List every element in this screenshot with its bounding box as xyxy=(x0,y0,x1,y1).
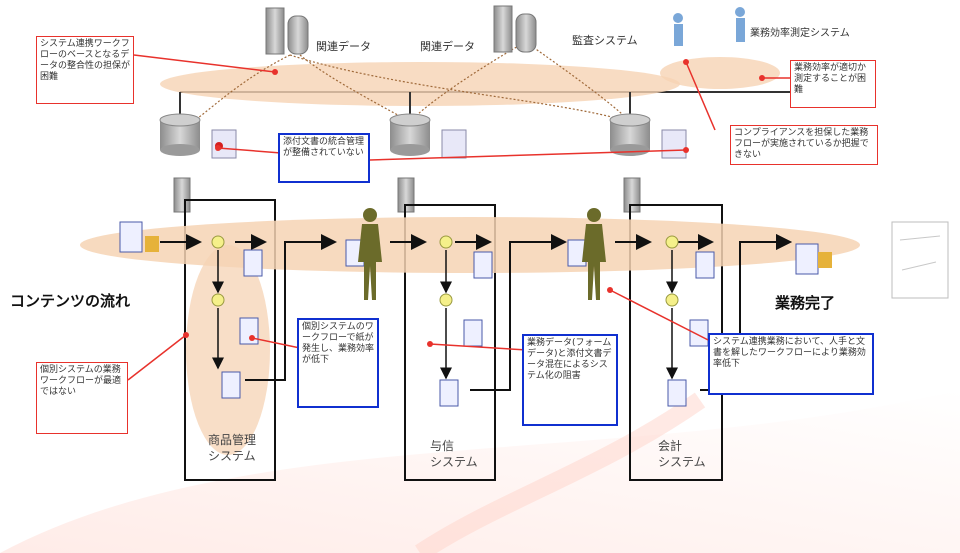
person-icon xyxy=(358,208,606,300)
gyomu-sokutei-label: 業務効率測定システム xyxy=(750,28,850,39)
system-label-kaikei: 会計 システム xyxy=(658,439,706,469)
callout-data-consistency: システム連携ワークフローのベースとなるデータの整合性の担保が困難 xyxy=(36,36,134,104)
database-icon xyxy=(389,113,467,159)
database-icon xyxy=(159,113,237,159)
kansa-system-label: 監査システム xyxy=(572,34,638,47)
callout-compliance: コンプライアンスを担保した業務フローが実施されているか把握できない xyxy=(730,125,878,165)
thumbnail xyxy=(891,221,949,299)
system-frame-yoshin xyxy=(404,204,496,481)
audit-person-icon xyxy=(673,7,745,46)
callout-efficiency: 業務効率が適切か測定することが困難 xyxy=(790,60,876,108)
system-frame-shohin xyxy=(184,199,276,481)
background-swoosh xyxy=(0,390,960,553)
gyomu-kanryo-label: 業務完了 xyxy=(775,294,836,312)
callout-attach-doc: 添付文書の統合管理が整備されていない xyxy=(278,133,370,183)
callout-form-data: 業務データ(フォームデータ)と添付文書データ混在によるシステム化の阻害 xyxy=(522,334,618,426)
related-data-server-2 xyxy=(493,5,537,53)
callout-system-link: システム連携業務において、人手と文書を解したワークフローにより業務効率低下 xyxy=(708,333,874,395)
contents-flow-band xyxy=(80,217,860,273)
related-data-label-2: 関連データ xyxy=(420,40,475,53)
related-data-server-1 xyxy=(265,7,309,55)
callout-individual-left: 個別システムの業務ワークフローが最適ではない xyxy=(36,362,128,434)
related-data-label-1: 関連データ xyxy=(316,40,371,53)
callout-individual-mid: 個別システムのワークフローで紙が発生し、業務効率が低下 xyxy=(297,318,379,408)
contents-flow-label: コンテンツの流れ xyxy=(10,292,131,310)
system-label-shohin: 商品管理 システム xyxy=(208,433,257,463)
system-label-yoshin: 与信 システム xyxy=(430,439,478,469)
database-icon xyxy=(609,113,687,159)
